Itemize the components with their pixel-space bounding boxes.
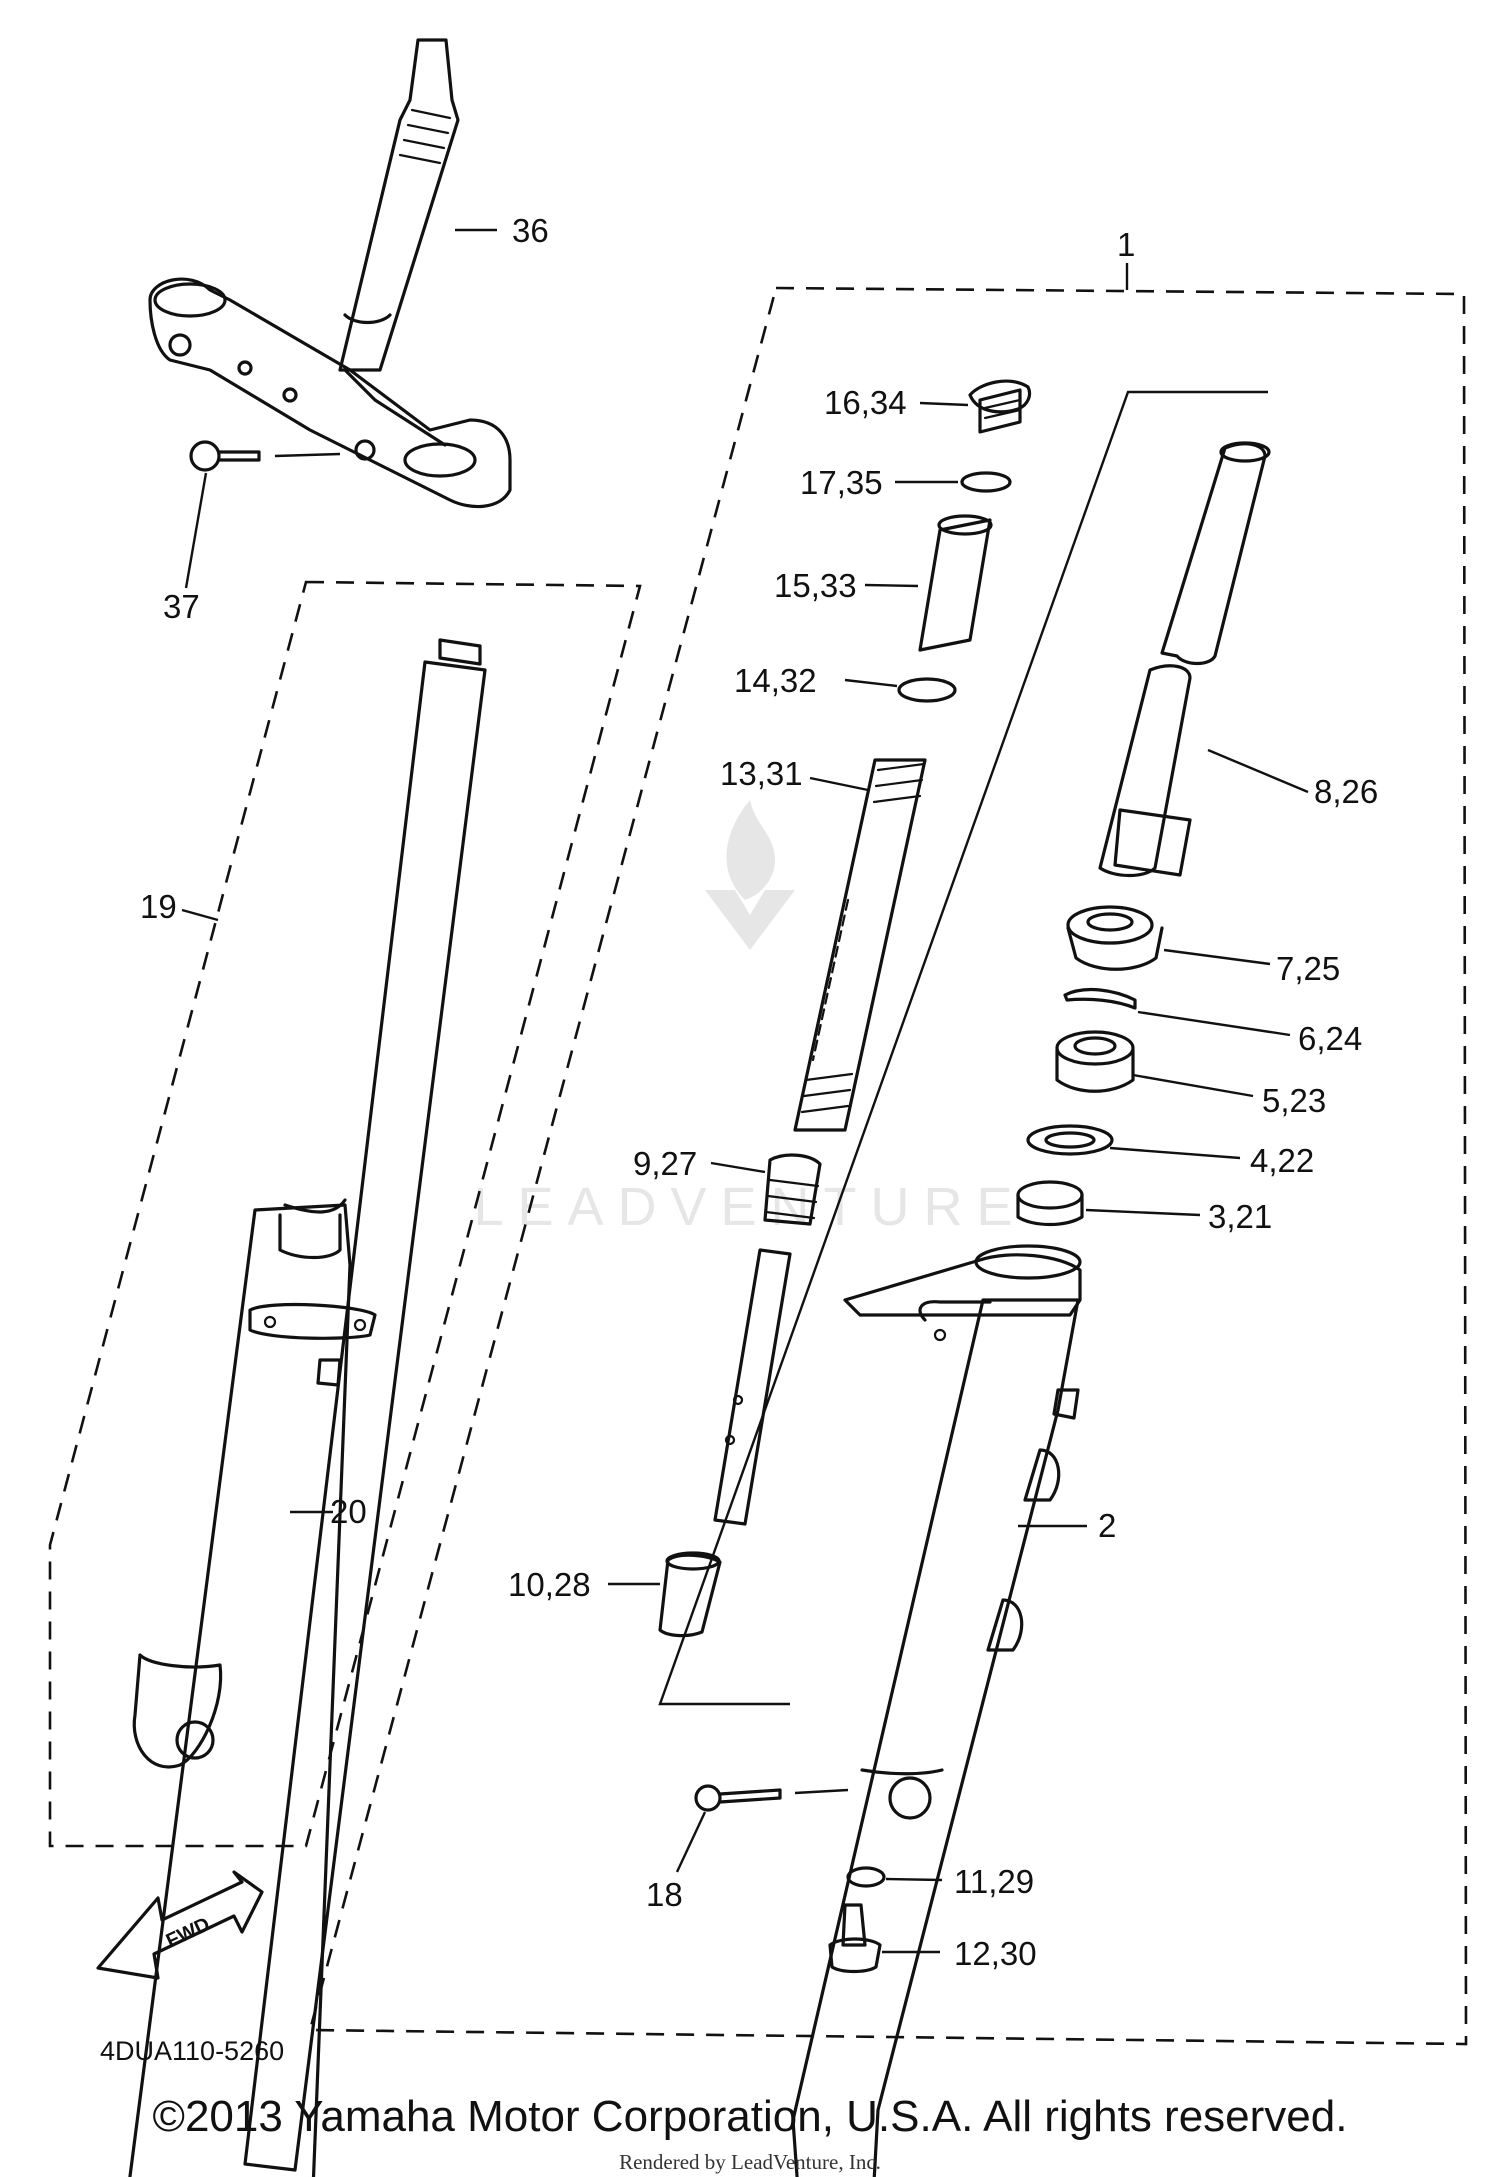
callout-13-31: 13,31 (720, 755, 803, 792)
rendered-by-notice: Rendered by LeadVenture, Inc. (619, 2150, 881, 2174)
inner-group-outline (658, 390, 1268, 1706)
watermark-text: LEADVENTURE (473, 1177, 1026, 1237)
callout-11-29: 11,29 (954, 1863, 1034, 1900)
callout-6-24: 6,24 (1298, 1020, 1362, 1057)
callout-2: 2 (1098, 1507, 1116, 1544)
callout-14-32: 14,32 (734, 662, 817, 699)
washer (1026, 1124, 1114, 1156)
callout-4-22: 4,22 (1250, 1142, 1314, 1179)
copyright-notice: ©2013 Yamaha Motor Corporation, U.S.A. A… (152, 2092, 1348, 2141)
callout-labels: 1 2 3,21 4,22 5,23 6,24 7,25 8,26 9,27 1… (140, 212, 1378, 1972)
oil-seal (1055, 1030, 1135, 1093)
slide-metal (1016, 1180, 1084, 1227)
fwd-label: FWD (163, 1913, 214, 1952)
callout-1: 1 (1117, 226, 1135, 263)
inner-tube (1160, 441, 1271, 666)
leadventure-watermark: LEADVENTURE (473, 800, 1026, 1237)
fwd-arrow-icon: FWD (96, 1870, 264, 1980)
callout-5-23: 5,23 (1262, 1082, 1326, 1119)
left-fork-assembly (128, 638, 487, 2177)
spacer-collar (918, 514, 993, 652)
fork-assembly-outline-left (48, 580, 642, 1848)
callout-9-27: 9,27 (633, 1145, 697, 1182)
callout-20: 20 (330, 1493, 367, 1530)
spring-seat (897, 677, 957, 703)
callout-3-21: 3,21 (1208, 1198, 1272, 1235)
o-ring (960, 471, 1012, 493)
steering-stem (148, 38, 512, 509)
fork-spring (793, 758, 927, 1132)
callout-36: 36 (512, 212, 549, 249)
fork-assembly-outline-right (308, 286, 1468, 2046)
inner-tube-lower (1098, 664, 1192, 878)
callout-7-25: 7,25 (1276, 950, 1340, 987)
callout-18: 18 (646, 1876, 683, 1913)
callout-17-35: 17,35 (800, 464, 883, 501)
callout-8-26: 8,26 (1314, 773, 1378, 810)
gasket (846, 1866, 886, 1888)
callout-10-28: 10,28 (508, 1566, 591, 1603)
drain-bolt (828, 1903, 882, 1974)
callout-16-34: 16,34 (824, 384, 907, 421)
axle-pinch-bolt (694, 1784, 782, 1812)
callout-12-30: 12,30 (954, 1935, 1037, 1972)
callout-15-33: 15,33 (774, 567, 857, 604)
callout-37: 37 (163, 588, 200, 625)
stopper-ring (1063, 988, 1137, 1010)
dust-seal (1066, 905, 1164, 971)
cap-bolt (968, 379, 1032, 434)
outer-tube (791, 1244, 1082, 2177)
diagram-code: 4DUA110-5260 (100, 2036, 285, 2066)
oil-lock-piece (658, 1551, 722, 1638)
callout-19: 19 (140, 888, 177, 925)
damper-rod (713, 1153, 822, 1526)
